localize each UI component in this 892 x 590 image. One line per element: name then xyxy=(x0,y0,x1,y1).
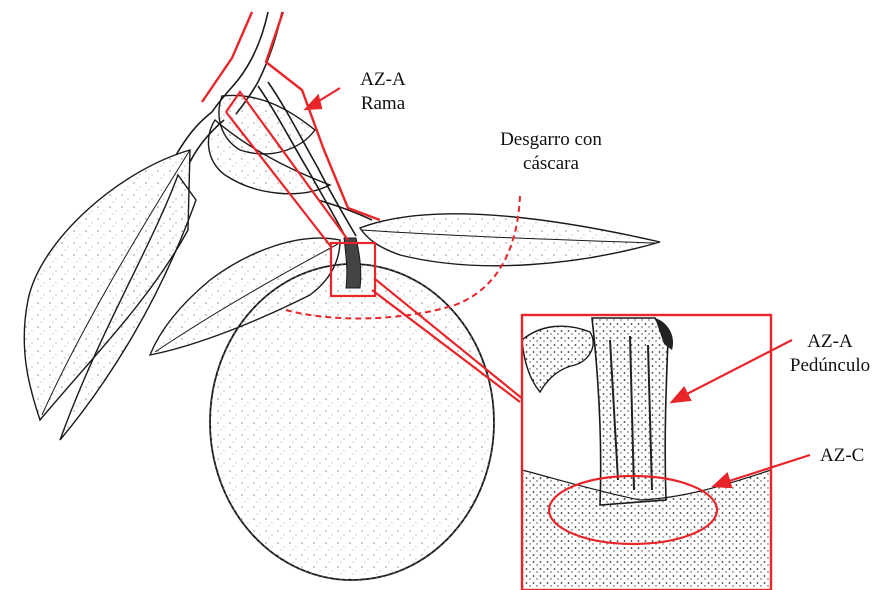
label-aza-peduncle-line2: Pedúnculo xyxy=(775,354,885,378)
zoom-detail xyxy=(522,315,771,590)
arrow-rama xyxy=(306,88,340,109)
label-aza-rama-line2: Rama xyxy=(348,92,418,116)
label-desgarro-line1: Desgarro con xyxy=(466,128,636,152)
label-aza-peduncle: AZ-A Pedúnculo xyxy=(775,330,885,378)
label-aza-rama: AZ-A Rama xyxy=(348,68,418,116)
label-aza-rama-line1: AZ-A xyxy=(348,68,418,92)
peduncle-small xyxy=(344,238,361,288)
label-aza-peduncle-line1: AZ-A xyxy=(775,330,885,354)
leaf-right xyxy=(360,214,660,266)
label-azc: AZ-C xyxy=(820,444,864,468)
label-desgarro: Desgarro con cáscara xyxy=(466,128,636,176)
label-desgarro-line2: cáscara xyxy=(466,152,636,176)
orange-fruit xyxy=(210,264,494,580)
